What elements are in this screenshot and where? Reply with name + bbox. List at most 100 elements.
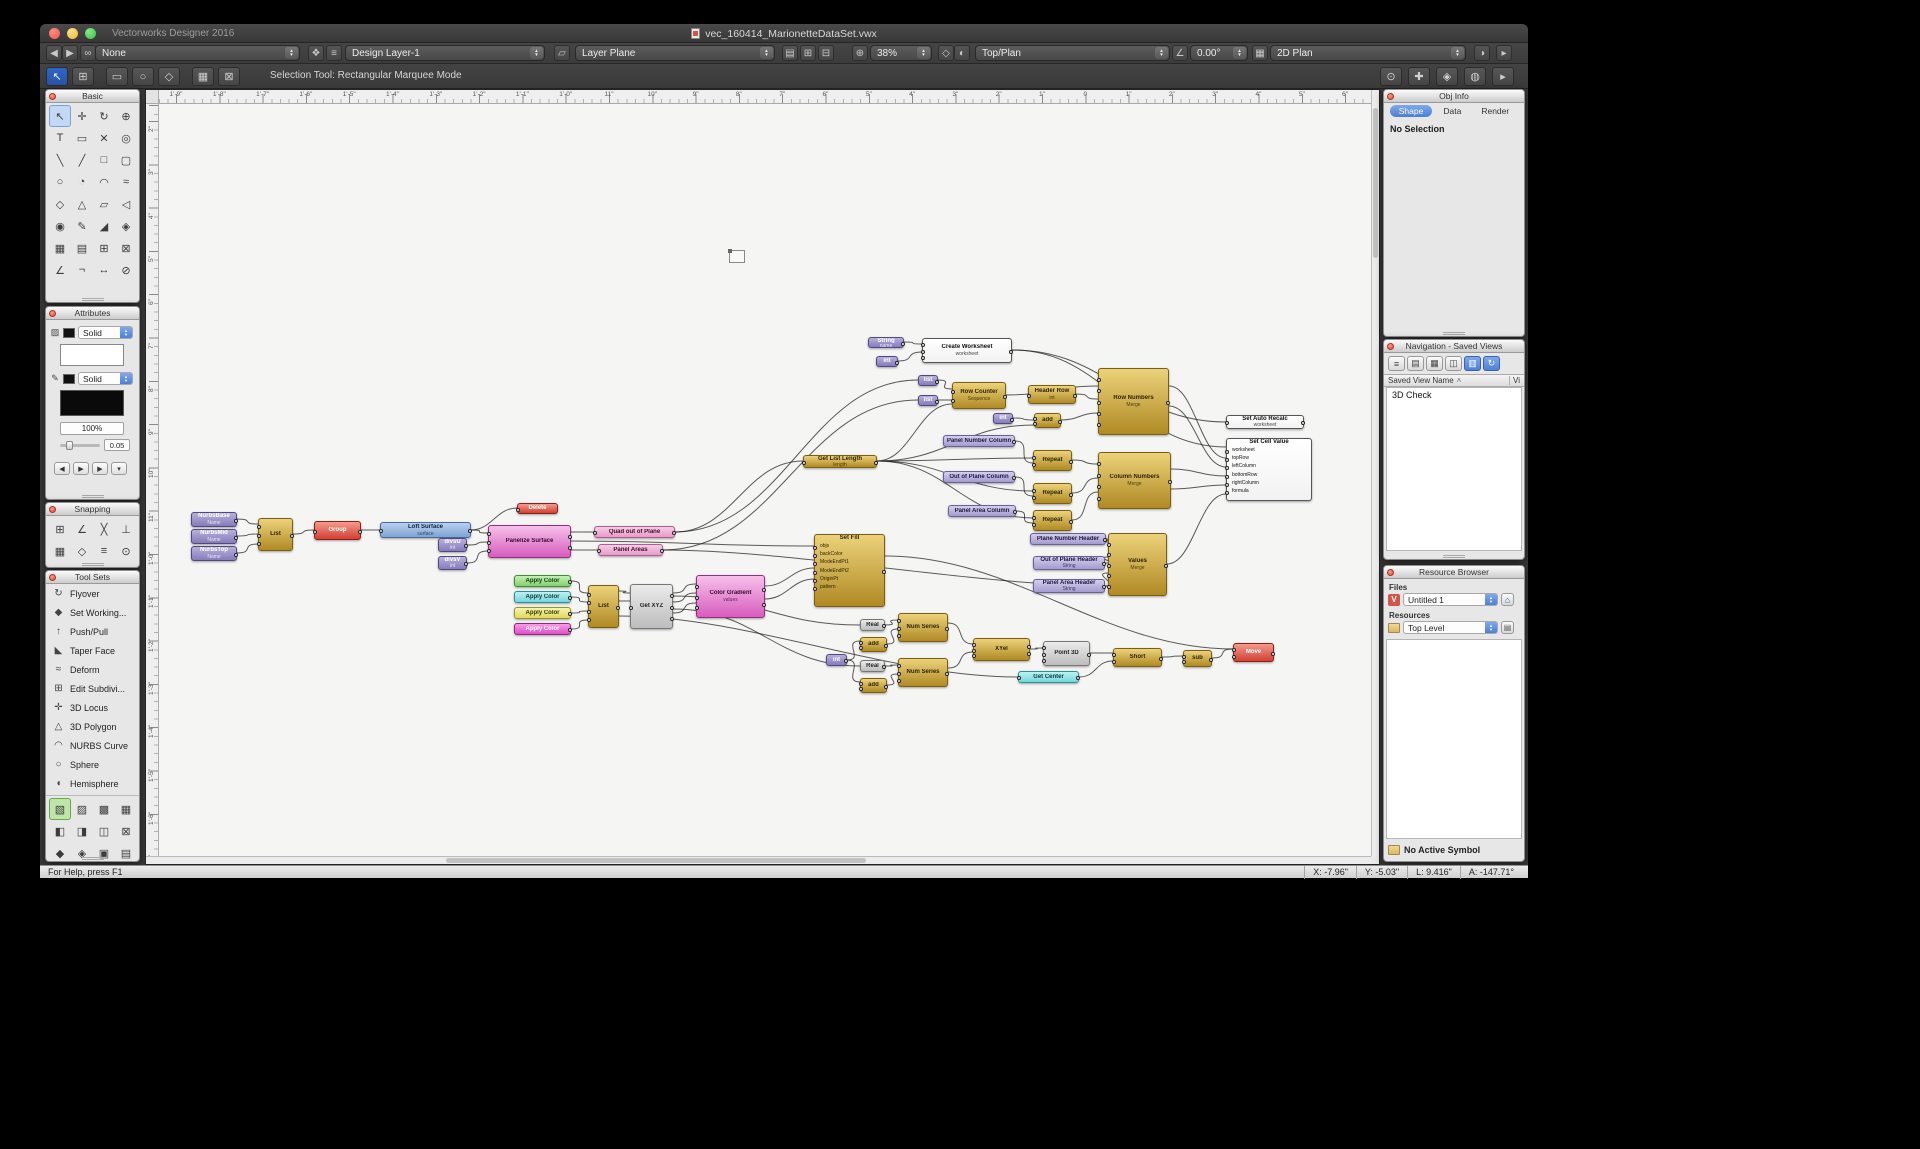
vertical-scrollbar[interactable] — [1371, 90, 1379, 856]
resource-list-area[interactable] — [1386, 639, 1522, 839]
delete-tool-icon[interactable]: ✕ — [93, 127, 115, 149]
output-port[interactable] — [464, 562, 468, 566]
toolset-item-edit-subdivi-[interactable]: ⊞Edit Subdivi... — [46, 679, 139, 698]
section-tool-icon[interactable]: ▤ — [71, 237, 93, 259]
node-num-series[interactable]: Num Series — [898, 658, 948, 687]
output-port[interactable] — [290, 534, 294, 538]
node-out-of-plane-column[interactable]: Out of Plane Column — [943, 471, 1015, 483]
palette-grip[interactable] — [82, 857, 104, 860]
node-int[interactable]: int — [826, 654, 847, 666]
class-options-icon[interactable]: ❖ — [308, 45, 324, 61]
input-port[interactable] — [897, 627, 901, 631]
node-panel-area-header[interactable]: Panel Area HeaderString — [1033, 579, 1105, 593]
output-port[interactable] — [1209, 658, 1213, 662]
input-port[interactable] — [487, 541, 491, 545]
node-repeat[interactable]: Repeat — [1033, 450, 1072, 471]
node-header-row[interactable]: Header Rowint — [1028, 385, 1076, 404]
ref-plane-icon[interactable]: ▦ — [1252, 45, 1268, 61]
output-port[interactable] — [1166, 401, 1170, 405]
polygon-tool-icon[interactable]: ◇ — [49, 193, 71, 215]
pen-style-popup[interactable]: Solid ▲▼ — [78, 372, 133, 385]
node-apply-color[interactable]: Apply Color — [514, 575, 571, 587]
input-port[interactable] — [1107, 585, 1111, 589]
palette-close-icon[interactable] — [1387, 343, 1394, 350]
fit-page-icon[interactable]: ⊞ — [800, 45, 816, 61]
magnify-icon[interactable]: ⊕ — [852, 45, 868, 61]
output-port[interactable] — [895, 361, 899, 365]
selection-tool-icon[interactable]: ↖ — [49, 105, 71, 127]
input-port[interactable] — [587, 610, 591, 614]
slider-handle[interactable] — [66, 441, 73, 450]
input-port[interactable] — [1097, 423, 1101, 427]
output-port[interactable] — [1010, 418, 1014, 422]
fill-style-popup[interactable]: Solid ▲▼ — [78, 326, 133, 339]
sweep-icon[interactable]: ◆ — [49, 842, 71, 862]
input-port[interactable] — [859, 682, 863, 686]
node-plane-number-header[interactable]: Plane Number Header — [1030, 533, 1106, 545]
offset-tool-icon[interactable]: ◈ — [115, 215, 137, 237]
input-port[interactable] — [695, 606, 699, 610]
input-port[interactable] — [951, 399, 955, 403]
toolset-item-set-working-[interactable]: ◆Set Working... — [46, 603, 139, 622]
nav-layers-icon[interactable]: ▤ — [1407, 356, 1424, 371]
node-apply-color[interactable]: Apply Color — [514, 591, 571, 603]
input-port[interactable] — [597, 549, 601, 553]
output-port[interactable] — [358, 530, 362, 534]
node-nurbstop[interactable]: NurbsTopName — [191, 546, 237, 561]
fill-color-swatch[interactable] — [63, 328, 75, 338]
output-port[interactable] — [1103, 538, 1107, 542]
node-move[interactable]: Move — [1233, 643, 1274, 662]
node-group[interactable]: Group — [314, 521, 361, 540]
output-port[interactable] — [1159, 657, 1163, 661]
output-port[interactable] — [1009, 350, 1013, 354]
output-port[interactable] — [1003, 395, 1007, 399]
node-short[interactable]: Short — [1113, 648, 1162, 667]
loft-icon[interactable]: ◫ — [93, 820, 115, 842]
nav-sheets-icon[interactable]: ◫ — [1445, 356, 1462, 371]
projection-popup[interactable]: 2D Plan▲▼ — [1270, 45, 1466, 61]
text-tool-icon[interactable]: T — [49, 127, 71, 149]
zoom-line-icon[interactable]: ⊟ — [818, 45, 834, 61]
input-port[interactable] — [1107, 543, 1111, 547]
input-port[interactable] — [897, 634, 901, 638]
input-port[interactable] — [802, 461, 806, 465]
node-int[interactable]: int — [876, 356, 898, 367]
toolset-item-3d-polygon[interactable]: △3D Polygon — [46, 717, 139, 736]
node-out-of-plane-header[interactable]: Out of Plane HeaderString — [1033, 556, 1105, 570]
node-repeat[interactable]: Repeat — [1033, 510, 1072, 531]
input-port[interactable] — [972, 654, 976, 658]
marquee-rect-mode[interactable]: ⊞ — [72, 67, 94, 86]
output-port[interactable] — [874, 461, 878, 465]
saved-views-list[interactable]: 3D Check — [1386, 387, 1522, 551]
zoom-window-button[interactable] — [85, 28, 96, 39]
output-port[interactable] — [468, 529, 472, 533]
vertical-scroll-thumb[interactable] — [1373, 108, 1378, 258]
pen-color-swatch[interactable] — [63, 374, 75, 384]
palette-grip[interactable] — [82, 563, 104, 566]
solids-intersect-icon[interactable]: ▩ — [93, 798, 115, 820]
forward-icon[interactable]: ▶ — [62, 45, 78, 61]
output-port[interactable] — [1073, 394, 1077, 398]
node-nurbsbase[interactable]: NurbsBaseName — [191, 512, 237, 527]
prev-attr-button[interactable]: ◀ — [54, 462, 70, 475]
home-icon[interactable]: ⌂ — [1501, 593, 1514, 606]
toolset-item-hemisphere[interactable]: ◖Hemisphere — [46, 774, 139, 793]
output-port[interactable] — [568, 596, 572, 600]
opacity-field[interactable]: 100% — [60, 422, 124, 435]
input-port[interactable] — [313, 530, 317, 534]
texture-icon[interactable]: ◈ — [1436, 67, 1458, 86]
input-port[interactable] — [1225, 475, 1229, 479]
output-port[interactable] — [1069, 520, 1073, 524]
grid-tool-icon[interactable]: ⊞ — [93, 237, 115, 259]
input-port[interactable] — [1042, 659, 1046, 663]
view-popup[interactable]: Top/Plan▲▼ — [975, 45, 1170, 61]
output-port[interactable] — [568, 628, 572, 632]
output-port[interactable] — [1164, 564, 1168, 568]
input-port[interactable] — [859, 641, 863, 645]
line-tool-icon[interactable]: ╲ — [49, 149, 71, 171]
solids-add-icon[interactable]: ▧ — [49, 798, 71, 820]
node-list[interactable]: list — [918, 375, 938, 386]
interactive-scale-mode[interactable]: ⊠ — [218, 67, 240, 86]
output-port[interactable] — [464, 544, 468, 548]
navigation-header[interactable]: Navigation - Saved Views — [1384, 340, 1524, 353]
